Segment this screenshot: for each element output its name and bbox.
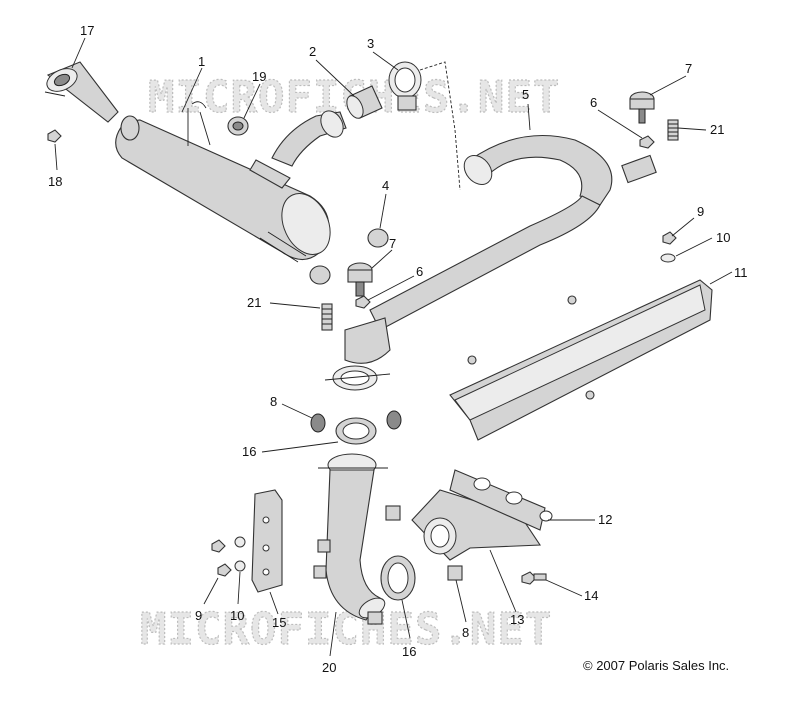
part-5-head-pipe <box>369 134 657 331</box>
callout-7-lower: 7 <box>389 236 396 251</box>
callout-9-left: 9 <box>195 608 202 623</box>
part-8-nuts-upper <box>310 410 402 433</box>
part-9-bolt-left-a <box>211 539 226 553</box>
part-18-bolt <box>47 129 62 143</box>
part-3-clamp <box>388 61 422 111</box>
callout-18: 18 <box>48 174 62 189</box>
callout-16-lower: 16 <box>402 644 416 659</box>
callout-21-lower: 21 <box>247 295 261 310</box>
callout-12: 12 <box>598 512 612 527</box>
callout-19: 19 <box>252 69 266 84</box>
watermark-bottom: MICROFICHES.NET <box>140 604 552 655</box>
part-13-manifold <box>411 489 541 561</box>
callout-14: 14 <box>584 588 598 603</box>
part-16-gasket-upper <box>335 417 377 445</box>
callout-4: 4 <box>382 178 389 193</box>
callout-1: 1 <box>198 54 205 69</box>
part-17-spark-arrestor <box>44 61 119 123</box>
part-1-muffler <box>115 101 331 263</box>
part-21-spring-lower <box>321 303 333 331</box>
callout-8-lower: 8 <box>462 625 469 640</box>
part-21-spring-top <box>667 119 679 141</box>
part-15-header-shield <box>251 489 283 593</box>
head-pipe-flange <box>324 317 391 391</box>
part-21-springs-header <box>367 505 463 625</box>
part-10-washer-left-a <box>234 536 246 548</box>
callout-6-lower: 6 <box>416 264 423 279</box>
leader-lines <box>54 37 733 657</box>
callout-3: 3 <box>367 36 374 51</box>
callout-11: 11 <box>734 265 748 280</box>
part-7-mount-top <box>629 91 655 124</box>
part-16-gasket-lower <box>380 555 416 601</box>
part-10-washer-right <box>660 253 676 263</box>
callout-6-top: 6 <box>590 95 597 110</box>
callout-10-right: 10 <box>716 230 730 245</box>
part-2-sleeve <box>346 85 383 119</box>
part-6-nut-top <box>639 135 655 149</box>
callout-2: 2 <box>309 44 316 59</box>
part-10-washer-left-b <box>234 560 246 572</box>
part-9-bolt-left-b <box>217 563 232 577</box>
part-20-header-pipe <box>313 453 388 621</box>
callout-labels: 17 1 19 2 3 7 5 6 21 18 4 9 10 7 11 6 21… <box>48 23 748 675</box>
callout-16-upper: 16 <box>242 444 256 459</box>
part-11-heat-shield <box>449 279 713 441</box>
callout-17: 17 <box>80 23 94 38</box>
callout-7-top: 7 <box>685 61 692 76</box>
callout-13: 13 <box>510 612 524 627</box>
callout-9-right: 9 <box>697 204 704 219</box>
part-6-nut-lower <box>355 295 371 309</box>
part-14-bolt <box>521 571 547 585</box>
part-19-grommet <box>227 116 249 136</box>
callout-20: 20 <box>322 660 336 675</box>
clamp-leader-dashed <box>419 61 461 191</box>
part-7-mount-lower <box>347 262 373 297</box>
callout-21-top: 21 <box>710 122 724 137</box>
part-4-grommet <box>309 228 389 285</box>
callout-8-upper: 8 <box>270 394 277 409</box>
copyright-notice: © 2007 Polaris Sales Inc. <box>583 658 729 673</box>
callout-10-left: 10 <box>230 608 244 623</box>
muffler-inlet-pipe <box>271 110 347 167</box>
callout-5: 5 <box>522 87 529 102</box>
part-12-manifold-gasket <box>449 469 553 531</box>
callout-15: 15 <box>272 615 286 630</box>
